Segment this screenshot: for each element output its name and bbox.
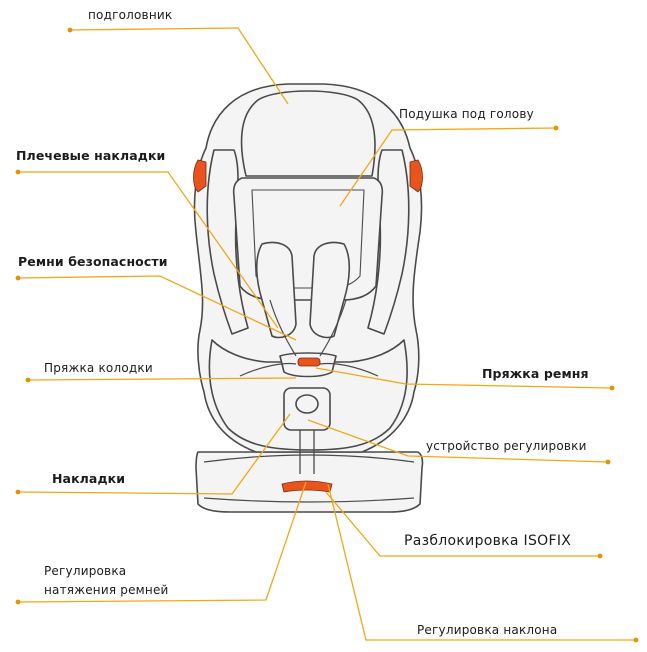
label-head-pillow: Подушка под голову [399,108,534,120]
label-pads: Накладки [52,473,125,486]
head-pillow-shape [234,178,383,300]
dot-pads [16,490,21,495]
dot-safety-belts [16,276,21,281]
dot-recline [634,638,639,643]
label-adjuster: устройство регулировки [426,440,587,452]
isofix-tab-left [194,160,207,192]
label-belt-tension-line2: натяжения ремней [44,581,204,600]
dot-adjuster [606,460,611,465]
dot-pad-buckle [26,378,31,383]
label-safety-belts: Ремни безопасности [18,256,168,269]
label-pad-buckle: Пряжка колодки [44,362,153,374]
dot-head-pillow [554,126,559,131]
dot-headrest [68,28,73,33]
dot-belt-tension [16,600,21,605]
headrest-shape [242,91,376,176]
label-isofix-release: Разблокировка ISOFIX [404,534,571,548]
label-headrest: подголовник [88,9,172,21]
adjuster-knob [296,395,318,413]
label-belt-tension: Регулировка натяжения ремней [44,562,204,600]
dot-shoulder-pads [16,170,21,175]
buckle-release [298,358,320,366]
label-belt-buckle: Пряжка ремня [482,368,589,381]
car-seat-illustration [194,84,422,512]
recline-handle [282,481,332,492]
label-belt-tension-line1: Регулировка [44,562,204,581]
isofix-tab-right [410,160,423,192]
dot-belt-buckle [610,386,615,391]
dot-isofix [598,554,603,559]
label-recline: Регулировка наклона [417,624,557,636]
label-shoulder-pads: Плечевые накладки [16,150,165,163]
